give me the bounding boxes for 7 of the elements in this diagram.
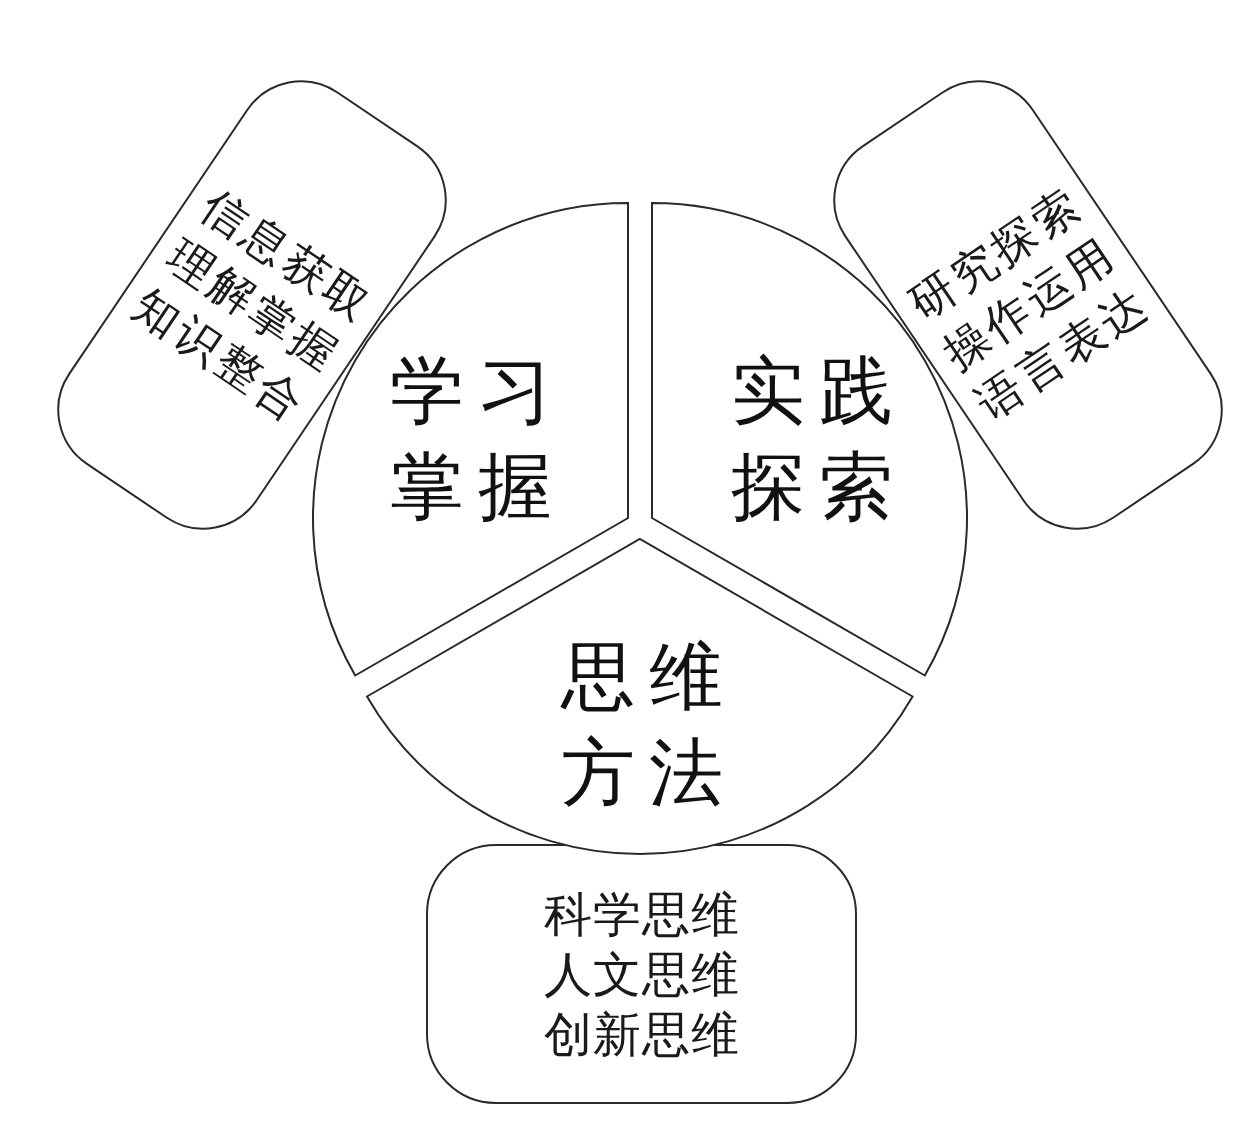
sector-label: 思维方法 — [559, 632, 738, 817]
box-text: 科学思维 — [542, 885, 740, 944]
sector-label: 学习掌握 — [389, 346, 567, 531]
sector-label: 实践探索 — [730, 346, 908, 531]
rounded-box — [425, 844, 857, 1104]
box-text: 人文思维 — [542, 945, 740, 1004]
box-text: 创新思维 — [542, 1005, 740, 1064]
